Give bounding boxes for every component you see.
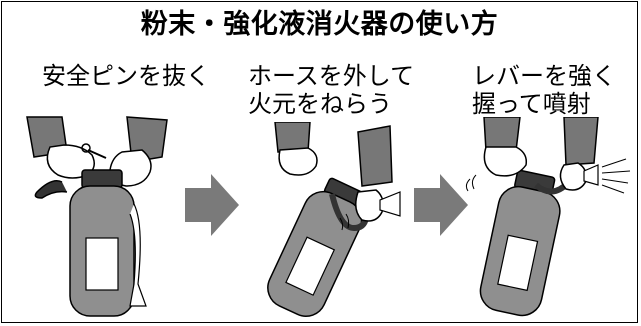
hose-icon — [34, 180, 68, 199]
spray-icon — [601, 158, 631, 194]
hand-icon — [278, 147, 318, 176]
hose-icon — [329, 193, 369, 232]
hand-icon — [483, 146, 528, 177]
fire-extinguisher-icon — [479, 169, 561, 317]
right-arrow-icon — [414, 174, 468, 236]
hand-icon — [559, 162, 588, 191]
step-2-label: ホースを外して 火元をねらう — [248, 62, 415, 118]
step-1-illustration — [26, 116, 168, 317]
fire-extinguisher-icon — [69, 169, 147, 317]
right-arrow-icon — [185, 174, 239, 236]
step-2-illustration — [267, 122, 401, 317]
sleeve-icon — [357, 125, 393, 187]
sleeve-icon — [483, 117, 521, 152]
hand-icon — [355, 189, 384, 222]
step-1-label: 安全ピンを抜く — [42, 62, 210, 90]
sleeve-icon — [563, 117, 599, 166]
step-3-illustration — [465, 117, 631, 317]
step-3-label: レバーを強く 握って噴射 — [472, 62, 616, 118]
page-title: 粉末・強化液消火器の使い方 — [140, 9, 499, 40]
